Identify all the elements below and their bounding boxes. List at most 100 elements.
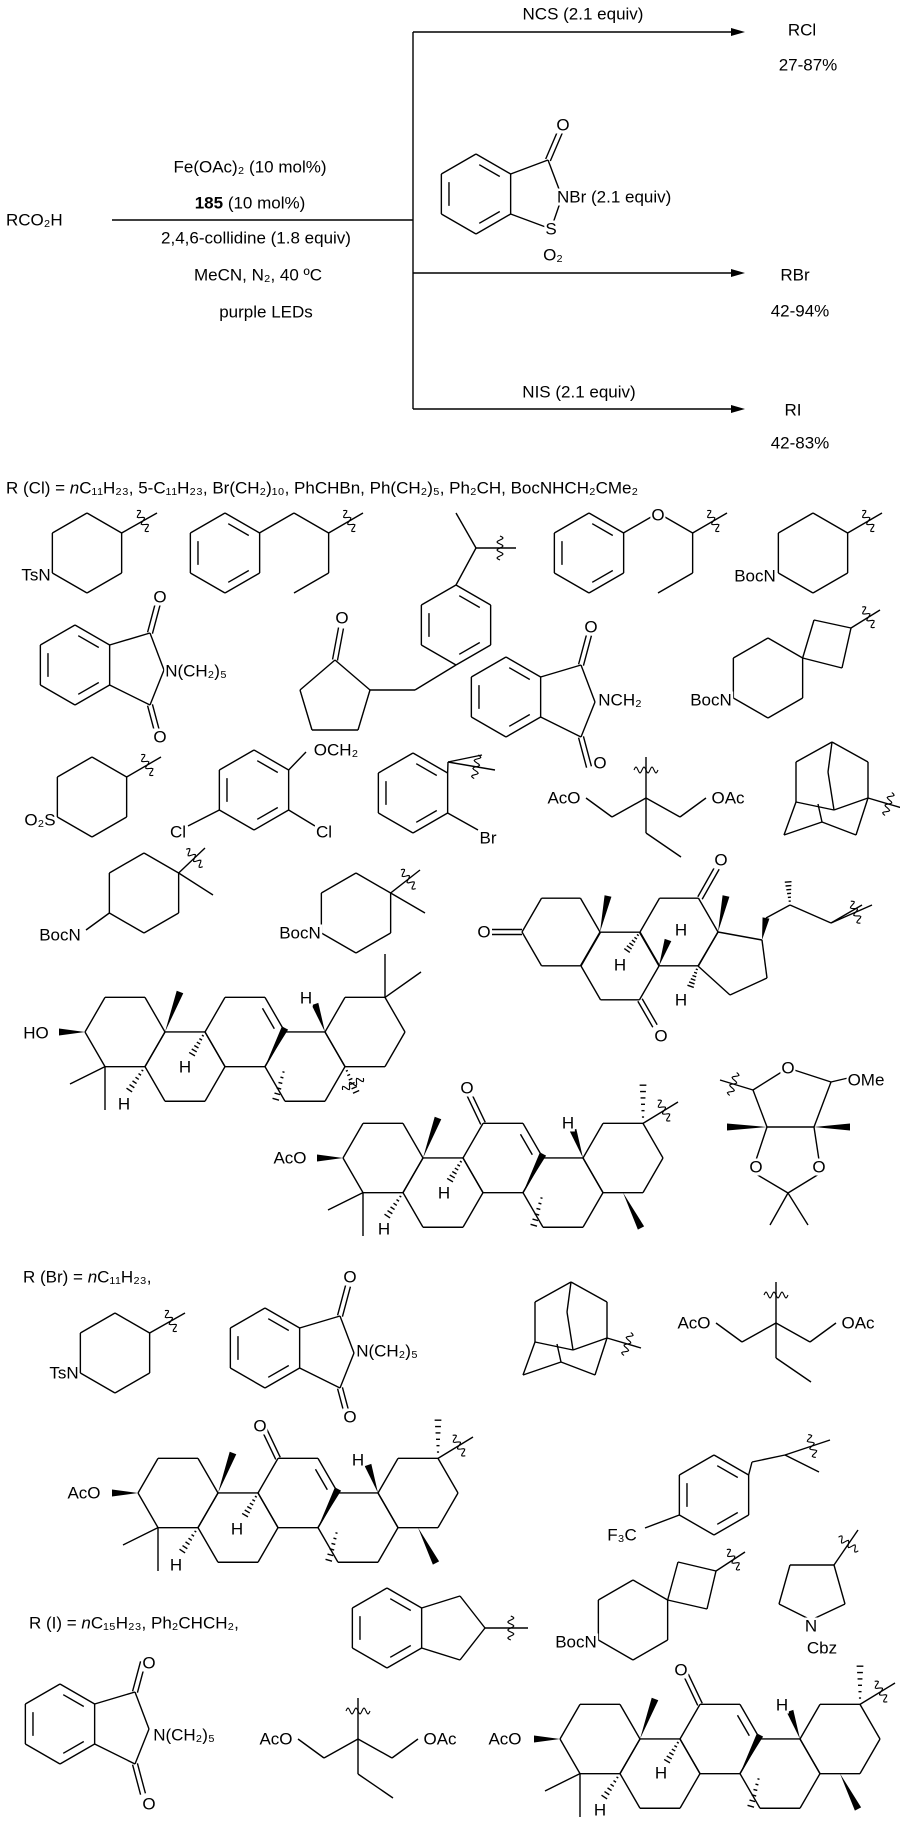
fused-ring [739, 1773, 761, 1809]
bond [560, 1361, 596, 1376]
bond [459, 1627, 486, 1661]
wedge-bond [534, 1735, 560, 1743]
wedge-bond [718, 895, 730, 932]
arrowhead-icon [731, 269, 745, 277]
chloride-product: RCl [787, 20, 817, 40]
piperidine-ring [733, 637, 769, 659]
hash-bond [399, 1195, 402, 1198]
double-bond [466, 1094, 482, 1125]
double-bond [582, 635, 593, 666]
hash-bond [132, 1080, 137, 1085]
double-bond [683, 1675, 699, 1706]
atom-label: H [653, 1763, 669, 1783]
atom-label: AcO [676, 1313, 712, 1333]
attachment-bond [692, 512, 728, 534]
fused-ring [462, 1192, 484, 1228]
cyclopentanone-ring [357, 689, 371, 731]
aromatic-ring [378, 752, 414, 774]
double-bond [470, 1092, 486, 1123]
double-bond [336, 1285, 347, 1316]
fused-ring [197, 1458, 219, 1494]
fused-ring [324, 1066, 346, 1102]
hash-bond [457, 1164, 461, 1167]
bond [288, 809, 316, 827]
bond [795, 741, 833, 763]
atom-label: AcO [66, 1483, 102, 1503]
aromatic-ring [264, 1307, 300, 1329]
cyclobutane-ring [677, 1561, 717, 1572]
double-bond [341, 1286, 352, 1317]
wedge-bond [418, 1527, 440, 1565]
double-bond [151, 603, 162, 634]
scope-prefix: R (Cl) = [6, 478, 70, 498]
aromatic-ring [74, 624, 110, 646]
fused-ring [317, 1458, 339, 1494]
attachment-bond [437, 1436, 474, 1459]
methyl-bond [787, 1192, 809, 1226]
atom-label: O [152, 727, 168, 747]
hash-bond [272, 1097, 280, 1101]
bond [534, 1341, 574, 1351]
atom-label: O [811, 1157, 827, 1177]
hash-bond [601, 1794, 608, 1800]
arrowhead-icon [731, 405, 745, 413]
hash-bond [241, 1512, 249, 1518]
atom-label: BocN [278, 923, 322, 943]
bond [522, 1341, 536, 1376]
wavy-bond-icon [849, 900, 862, 924]
aromatic-ring [412, 812, 448, 834]
wavy-bond-icon [400, 868, 416, 890]
wedge-bond [623, 1192, 645, 1230]
aromatic-ring [224, 572, 260, 594]
bond [94, 1691, 136, 1705]
atom-label: OCH₂ [312, 740, 360, 760]
aromatic-ring [554, 512, 590, 534]
atom-label: Cbz [805, 1638, 839, 1658]
piperidine-ring [598, 1639, 634, 1661]
piperidine-ring [733, 697, 769, 719]
bond [795, 801, 835, 811]
wedge-bond [218, 1451, 237, 1493]
wavy-bond-icon [838, 1535, 859, 1553]
aromatic-ring [378, 812, 414, 834]
bond [540, 716, 582, 738]
aromatic-ring [230, 1307, 266, 1329]
bond [679, 797, 707, 818]
hash-bond [244, 1509, 251, 1514]
atom-label: H [350, 1450, 366, 1470]
double-bond [641, 998, 658, 1026]
attachment-bond [830, 904, 873, 924]
attachment-bond [149, 1312, 186, 1334]
bond [357, 1773, 394, 1799]
wavy-bond-icon [452, 1434, 466, 1457]
fused-ring [739, 1704, 761, 1740]
hash-bond [538, 1202, 542, 1205]
cyclobutane-ring [706, 1570, 717, 1610]
hash-bond [282, 1071, 285, 1074]
methyl-bond [327, 1191, 364, 1211]
hash-bond [530, 1223, 538, 1227]
piperidine-ring [632, 1639, 668, 1661]
aromatic-ring [421, 644, 457, 666]
hash-bond [126, 1087, 133, 1093]
attachment-bond [719, 1079, 754, 1091]
ligand-number: 185 [194, 193, 224, 213]
hash-bond [387, 1209, 393, 1215]
fused-ring [84, 997, 106, 1033]
piperidine-ring [86, 572, 122, 594]
bond [510, 159, 549, 175]
bond [134, 1691, 150, 1730]
hash-bond [191, 1533, 195, 1537]
atom-label: O [583, 617, 599, 637]
double-bond [227, 523, 250, 537]
fused-ring [144, 1031, 166, 1067]
bond [109, 632, 151, 646]
double-bond [697, 866, 716, 898]
fused-ring [377, 1458, 399, 1494]
hash-bond [757, 1778, 760, 1781]
double-bond [256, 806, 279, 820]
hash-bond [333, 1537, 337, 1540]
aromatic-ring [253, 809, 289, 831]
methyl-bond [455, 512, 477, 549]
